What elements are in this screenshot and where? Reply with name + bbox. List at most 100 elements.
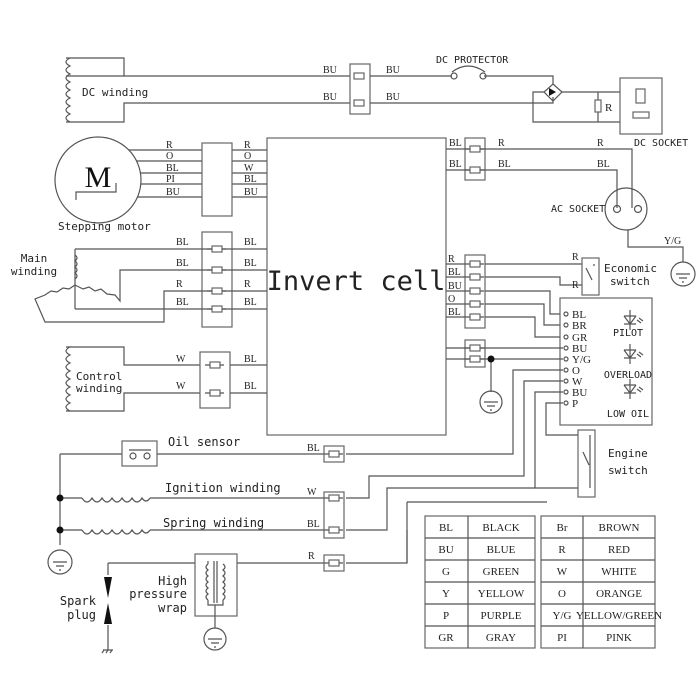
legend-code: P <box>443 610 449 622</box>
control-winding-coil-icon <box>65 346 72 412</box>
legend-color: RED <box>608 544 630 556</box>
connector-pin-icon <box>465 273 484 281</box>
wire-label: W <box>176 354 186 365</box>
wire-label: R <box>597 138 604 149</box>
high-pressure-wrap-label: High <box>158 574 187 588</box>
connector-pin-icon <box>324 559 343 567</box>
indicator-lamp-label: PILOT <box>613 328 643 339</box>
panel-pin-label: P <box>572 398 578 410</box>
panel-pin-label: GR <box>572 332 588 344</box>
legend-code: Y/G <box>553 610 572 622</box>
wire-label: O <box>166 151 173 162</box>
wire-label: BU <box>386 92 401 103</box>
wire-label: BL <box>448 307 461 318</box>
spring-winding-coil-icon <box>81 528 151 535</box>
ac-socket-icon <box>604 187 648 231</box>
panel-pin-label: BR <box>572 320 587 332</box>
legend-color: GREEN <box>483 566 520 578</box>
high-pressure-wrap-label: wrap <box>158 601 187 615</box>
connector-pin-icon <box>465 166 484 174</box>
legend-row: BU BLUE R RED <box>438 544 630 556</box>
legend-code: BU <box>438 544 453 556</box>
dc-socket-box <box>619 77 663 135</box>
legend-code: G <box>442 566 450 578</box>
legend-code: O <box>558 588 566 600</box>
connector-pin-icon <box>353 72 365 80</box>
legend-code: BL <box>439 522 453 534</box>
wire-label: BL <box>244 237 257 248</box>
wire-label: BU <box>166 187 181 198</box>
legend-code: GR <box>438 632 454 644</box>
wire-label: R <box>244 279 251 290</box>
legend-color: ORANGE <box>596 588 642 600</box>
resistor-label: R <box>605 102 613 114</box>
wire-label: O <box>448 294 455 305</box>
legend-color: PURPLE <box>481 610 522 622</box>
connector-pin-icon <box>207 245 226 253</box>
economic-switch-label: Economic <box>604 262 657 275</box>
dc-winding-label: DC winding <box>82 86 148 99</box>
connector-pin-icon <box>207 266 226 274</box>
ignition-winding-label: Ignition winding <box>165 481 281 495</box>
connector-pin-icon <box>324 450 343 458</box>
wire-label: R <box>498 138 505 149</box>
connector-pin-icon <box>465 287 484 295</box>
connector-pin-icon <box>465 145 484 153</box>
wire-label: BL <box>498 159 511 170</box>
connector-pin-icon <box>465 260 484 268</box>
legend-code: Y <box>442 588 450 600</box>
indicator-led-icon <box>623 379 644 399</box>
ac-socket-label: AC SOCKET <box>551 204 605 215</box>
wire-label: W <box>176 381 186 392</box>
wire-label: Y/G <box>664 236 681 247</box>
wire-label: BL <box>244 174 257 185</box>
ground-icon <box>47 549 73 575</box>
economic-switch-label: switch <box>610 275 650 288</box>
stepping-motor-label: Stepping motor <box>58 220 151 233</box>
oil-sensor-label: Oil sensor <box>168 435 240 449</box>
high-pressure-wrap-label: pressure <box>129 587 187 601</box>
wire-label: BL <box>449 159 462 170</box>
legend-color: PINK <box>606 632 632 644</box>
wire-label: BU <box>448 281 463 292</box>
control-connector-block <box>199 351 231 409</box>
high-pressure-wrap-icon <box>194 553 238 617</box>
connector-pin-icon <box>205 361 224 369</box>
invert-cell-label: Invert cell <box>267 266 446 297</box>
control-winding-label: winding <box>76 382 122 395</box>
wire-label: BL <box>244 354 257 365</box>
wire-label: BL <box>244 381 257 392</box>
wire-label: R <box>308 551 315 562</box>
main-winding-coil-icon <box>74 254 78 280</box>
dc-socket-label: DC SOCKET <box>634 138 688 149</box>
dc-socket-slot-icon <box>632 111 650 119</box>
indicator-lamp-label: LOW OIL <box>607 409 649 420</box>
wire-label: BU <box>244 187 259 198</box>
legend-color: BLUE <box>487 544 516 556</box>
panel-pin-label: O <box>572 365 580 377</box>
main-winding-label: winding <box>11 265 57 278</box>
wire-label: R <box>572 252 579 263</box>
engine-switch-icon <box>577 429 596 498</box>
junction-dot <box>487 355 495 363</box>
spark-plug-label: plug <box>67 608 96 622</box>
wire-label: R <box>572 280 579 291</box>
wire-label: BL <box>307 519 320 530</box>
dc-protector-breaker-icon <box>450 65 487 80</box>
ignition-winding-coil-icon <box>81 496 151 503</box>
wire-label: BL <box>176 258 189 269</box>
control-winding-label: Control <box>76 370 122 383</box>
spark-plug-icon <box>101 577 113 654</box>
invert-cell-box <box>266 137 447 436</box>
connector-pin-icon <box>465 355 484 363</box>
indicator-led-icon <box>623 344 644 364</box>
spark-plug-label: Spark <box>60 594 97 608</box>
wire-label: R <box>448 254 455 265</box>
junction-dot <box>56 526 64 534</box>
legend-code: R <box>558 544 566 556</box>
